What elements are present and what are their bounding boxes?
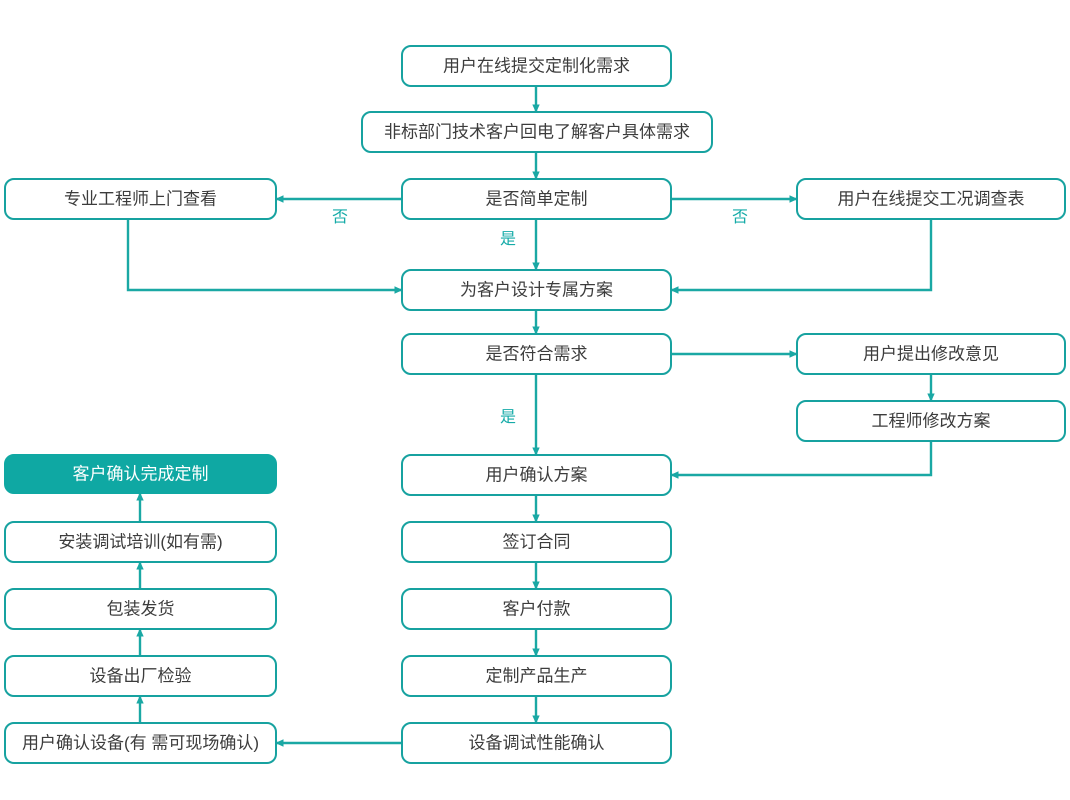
edge-labels-layer: 否否是是: [332, 209, 748, 426]
node-box[interactable]: [4, 722, 277, 764]
flow-connector: [670, 441, 933, 479]
node-label: 用户确认设备(有 需可现场确认): [22, 733, 259, 752]
node-label: 工程师修改方案: [872, 411, 991, 430]
node-label: 用户在线提交定制化需求: [443, 56, 630, 75]
flow-node[interactable]: 非标部门技术客户回电了解客户具体需求: [361, 111, 713, 153]
node-box[interactable]: [401, 269, 672, 311]
node-box[interactable]: [4, 655, 277, 697]
node-box[interactable]: [401, 588, 672, 630]
node-box[interactable]: [401, 333, 672, 375]
node-label: 设备调试性能确认: [469, 733, 605, 752]
flow-node[interactable]: 安装调试培训(如有需): [4, 521, 277, 563]
node-box[interactable]: [796, 333, 1066, 375]
flow-node[interactable]: 设备出厂检验: [4, 655, 277, 697]
node-label: 专业工程师上门查看: [64, 189, 217, 208]
node-box[interactable]: [4, 454, 277, 494]
node-label: 包装发货: [107, 599, 175, 618]
edge-label: 是: [500, 231, 516, 248]
node-label: 设备出厂检验: [90, 666, 192, 685]
node-label: 客户付款: [503, 599, 571, 618]
flow-node[interactable]: 为客户设计专属方案: [401, 269, 672, 311]
flow-node[interactable]: 客户付款: [401, 588, 672, 630]
node-box[interactable]: [401, 178, 672, 220]
node-label: 签订合同: [503, 532, 571, 551]
edge-label: 否: [732, 209, 748, 226]
flow-node[interactable]: 包装发货: [4, 588, 277, 630]
node-label: 用户提出修改意见: [863, 344, 999, 363]
flow-node[interactable]: 是否符合需求: [401, 333, 672, 375]
flow-node[interactable]: 工程师修改方案: [796, 400, 1066, 442]
node-label: 定制产品生产: [486, 666, 588, 685]
node-box[interactable]: [796, 178, 1066, 220]
node-label: 是否简单定制: [486, 189, 588, 208]
node-label: 客户确认完成定制: [73, 464, 209, 483]
flow-node[interactable]: 定制产品生产: [401, 655, 672, 697]
node-label: 是否符合需求: [486, 344, 588, 363]
node-box[interactable]: [401, 454, 672, 496]
flow-node[interactable]: 是否简单定制: [401, 178, 672, 220]
node-box[interactable]: [4, 588, 277, 630]
flow-node[interactable]: 用户确认设备(有 需可现场确认): [4, 722, 277, 764]
node-box[interactable]: [401, 722, 672, 764]
flow-node[interactable]: 用户在线提交工况调查表: [796, 178, 1066, 220]
node-label: 用户在线提交工况调查表: [838, 189, 1025, 208]
flow-node[interactable]: 签订合同: [401, 521, 672, 563]
node-box[interactable]: [401, 521, 672, 563]
node-box[interactable]: [401, 45, 672, 87]
flow-node[interactable]: 用户在线提交定制化需求: [401, 45, 672, 87]
edge-label: 是: [500, 409, 516, 426]
flow-node[interactable]: 设备调试性能确认: [401, 722, 672, 764]
edges-layer: [126, 86, 935, 747]
flow-connector: [670, 219, 933, 294]
flow-node[interactable]: 客户确认完成定制: [4, 454, 277, 494]
node-box[interactable]: [4, 521, 277, 563]
flow-node[interactable]: 专业工程师上门查看: [4, 178, 277, 220]
node-box[interactable]: [401, 655, 672, 697]
node-label: 为客户设计专属方案: [460, 280, 613, 299]
flow-node[interactable]: 用户确认方案: [401, 454, 672, 496]
node-box[interactable]: [361, 111, 713, 153]
edge-label: 否: [332, 209, 348, 226]
node-label: 安装调试培训(如有需): [58, 532, 222, 551]
flow-connector: [126, 219, 403, 294]
node-label: 用户确认方案: [486, 465, 588, 484]
node-box[interactable]: [4, 178, 277, 220]
flow-node[interactable]: 用户提出修改意见: [796, 333, 1066, 375]
node-box[interactable]: [796, 400, 1066, 442]
node-label: 非标部门技术客户回电了解客户具体需求: [384, 122, 690, 141]
